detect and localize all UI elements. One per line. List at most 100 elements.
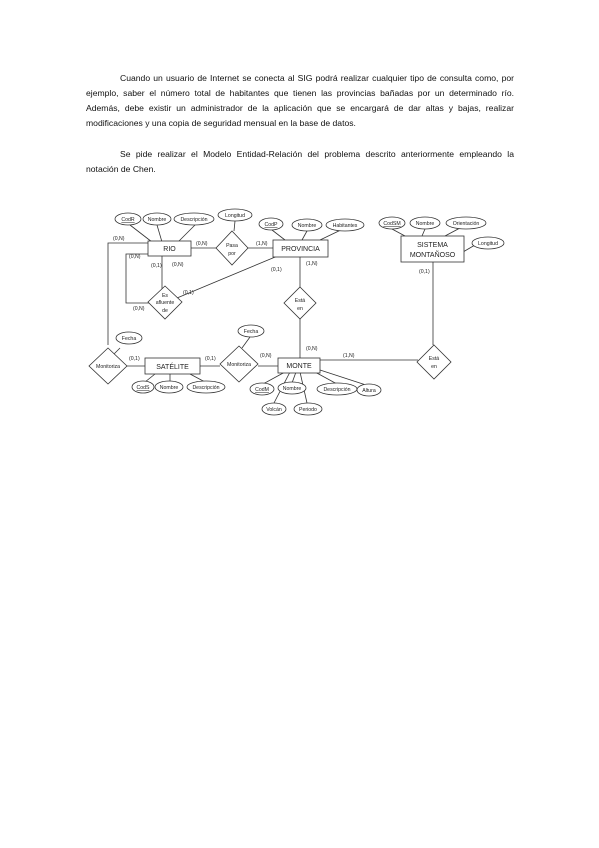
attr-prov-habitantes: Habitantes <box>325 218 365 232</box>
attr-monte-nombre-label: Nombre <box>283 386 302 392</box>
line-rio-codr <box>129 224 153 243</box>
card-sat-mon-mid: (0,1) <box>205 356 216 362</box>
card-monte-mon: (0,N) <box>260 353 272 359</box>
attr-monte-nombre: Nombre <box>277 381 307 395</box>
entity-monte: MONTE <box>277 357 321 374</box>
attr-monte-descripcion: Descripción <box>316 382 358 396</box>
card-prov-afl: (0,1) <box>271 267 282 273</box>
line-rio-descripcion <box>177 224 196 243</box>
relationship-pasa-por: Pasa por <box>215 230 249 266</box>
line-pasa-longitud <box>233 220 236 232</box>
paragraph-1-text: Cuando un usuario de Internet se conecta… <box>86 73 514 128</box>
attr-mon1-fecha: Fecha <box>115 331 143 345</box>
attr-monte-descripcion-label: Descripción <box>323 387 350 393</box>
attr-sist-longitud: Longitud <box>471 236 505 250</box>
relationship-esta-en-provincia: Está en <box>283 286 317 320</box>
entity-provincia-label: PROVINCIA <box>281 246 320 253</box>
attr-rio-codr: CodR <box>114 212 142 226</box>
afl-label-2: afluente <box>156 300 175 306</box>
card-rio-pasa: (0,N) <box>196 241 208 247</box>
card-monte-esta-right: (1,N) <box>343 353 355 359</box>
entity-rio-label: RIO <box>163 246 176 253</box>
line-mon2-fecha <box>241 336 251 349</box>
entity-sistema-label-1: SISTEMA <box>417 242 448 249</box>
attr-prov-habitantes-label: Habitantes <box>333 223 358 229</box>
afl-label-1: Es <box>162 293 168 299</box>
line-rio-afluente-left <box>125 253 151 304</box>
relationship-esta-en-sistema: Está en <box>416 344 452 380</box>
line-rio-nombre <box>156 224 163 243</box>
entity-satelite-label: SATÉLITE <box>156 362 189 371</box>
attr-sat-descripcion-label: Descripción <box>192 385 219 391</box>
attr-sat-cods-label: CodS <box>137 385 151 391</box>
relationship-es-afluente-de: Es afluente de <box>147 285 183 320</box>
relationship-monitoriza-mid: Monitoriza <box>219 345 259 383</box>
entity-rio: RIO <box>147 240 192 257</box>
paragraph-task: Se pide realizar el Modelo Entidad-Relac… <box>86 147 514 177</box>
card-monte-esta-top: (0,N) <box>306 346 318 352</box>
attr-sist-longitud-label: Longitud <box>478 241 498 247</box>
line-prov-codp <box>271 229 286 241</box>
connector-lines <box>107 220 476 404</box>
attr-mon2-fecha-label: Fecha <box>244 329 259 335</box>
attr-rio-nombre: Nombre <box>142 212 172 226</box>
line-sist-orientacion <box>444 227 461 237</box>
attr-monte-codm: CodM <box>249 382 275 396</box>
attr-monte-altura: Altura <box>356 383 382 397</box>
attr-rio-codr-label: CodR <box>121 217 135 223</box>
line-sat-descripcion <box>189 373 206 383</box>
entity-monte-label: MONTE <box>286 363 312 370</box>
attr-sat-nombre: Nombre <box>154 380 184 394</box>
pasa-label-1: Pasa <box>226 243 238 249</box>
card-rio-mon: (0,N) <box>113 236 125 242</box>
entity-provincia: PROVINCIA <box>272 239 329 258</box>
cardinality-labels: (0,N) (0,N) (1,N) (0,N) (0,1) (0,N) (0,1… <box>113 236 430 362</box>
card-afl-right: (0,1) <box>183 290 194 296</box>
attr-rio-descripcion: Descripción <box>173 212 215 226</box>
entity-sistema-montanoso: SISTEMA MONTAÑOSO <box>400 235 465 263</box>
afl-label-3: de <box>162 308 168 314</box>
line-afluente-provincia <box>176 254 281 299</box>
attr-monte-altura-label: Altura <box>362 388 376 394</box>
attr-mon1-fecha-label: Fecha <box>122 336 137 342</box>
attr-prov-codp: CodP <box>258 217 284 231</box>
card-sat-mon-left: (0,1) <box>129 356 140 362</box>
esta1-label-1: Está <box>295 298 305 304</box>
card-rio-afl-b: (0,N) <box>172 262 184 268</box>
line-sist-nombre <box>421 228 426 237</box>
card-prov-pasa: (1,N) <box>256 241 268 247</box>
line-rio-monitoriza <box>107 242 148 345</box>
line-monte-altura <box>319 369 367 386</box>
line-monte-codm <box>262 371 286 385</box>
esta1-label-2: en <box>297 306 303 312</box>
attr-monte-periodo-label: Periodo <box>299 407 317 413</box>
entity-satelite: SATÉLITE <box>144 357 201 375</box>
attr-monte-codm-label: CodM <box>255 387 269 393</box>
attr-pasa-longitud: Longitud <box>217 208 253 222</box>
card-rio-afl-left: (0,N) <box>129 254 141 260</box>
paragraph-2-text: Se pide realizar el Modelo Entidad-Relac… <box>86 149 514 174</box>
attr-pasa-longitud-label: Longitud <box>225 213 245 219</box>
line-prov-nombre <box>301 230 308 241</box>
attr-sist-nombre-label: Nombre <box>416 221 435 227</box>
line-monte-nombre <box>291 371 297 384</box>
attr-sat-nombre-label: Nombre <box>160 385 179 391</box>
attr-sist-orientacion-label: Orientación <box>453 221 480 227</box>
attr-sat-cods: CodS <box>131 380 155 394</box>
paragraph-description: Cuando un usuario de Internet se conecta… <box>86 71 514 131</box>
line-sat-cods <box>144 373 156 383</box>
attr-prov-nombre: Nombre <box>291 218 323 232</box>
attr-monte-periodo: Periodo <box>293 402 323 416</box>
card-prov-esta: (1,N) <box>306 261 318 267</box>
attr-sist-codsm: CodSM <box>378 216 406 230</box>
attr-rio-descripcion-label: Descripción <box>180 217 207 223</box>
card-sist-esta: (0,1) <box>419 269 430 275</box>
monitoriza-mid-label: Monitoriza <box>227 362 251 368</box>
attr-sist-orientacion: Orientación <box>445 216 487 230</box>
card-afl-bottom: (0,N) <box>133 306 145 312</box>
attr-mon2-fecha: Fecha <box>237 324 265 338</box>
line-sist-codsm <box>391 228 406 237</box>
card-rio-afl-a: (0,1) <box>151 263 162 269</box>
